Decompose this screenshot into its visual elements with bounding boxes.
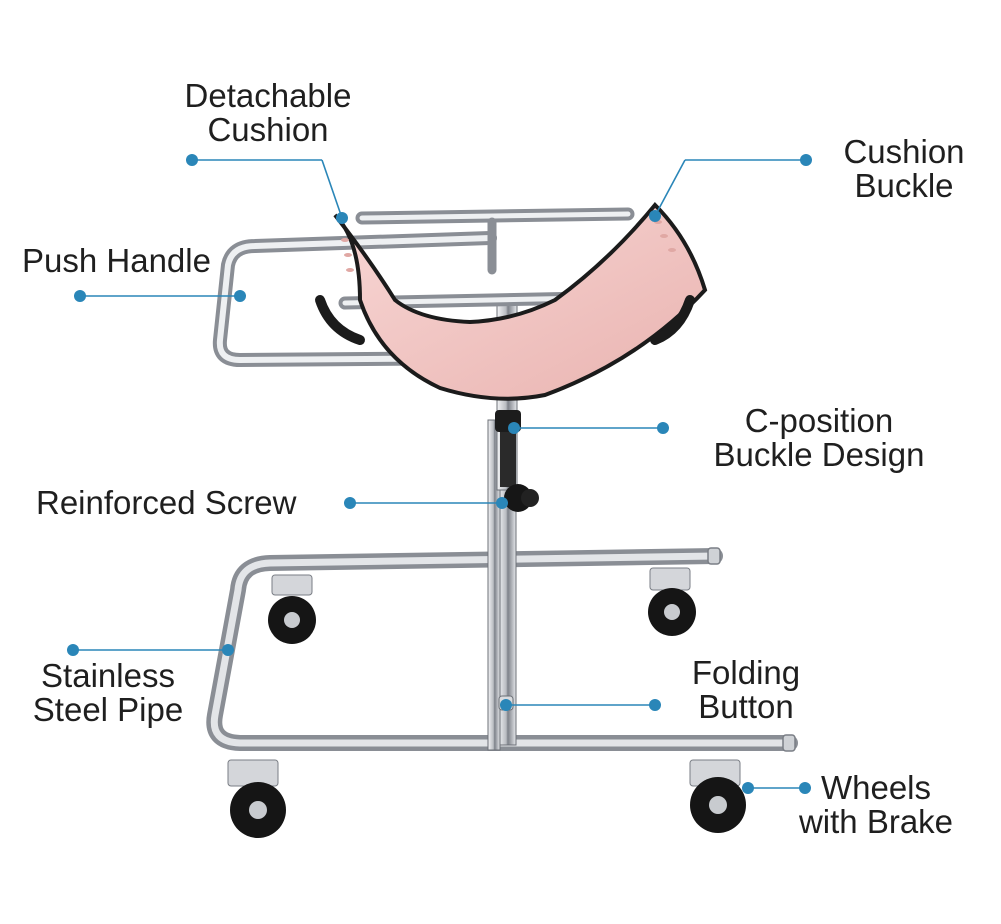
label-wheels-with-brake: Wheels with Brake (784, 771, 968, 839)
label-reinforced-screw-line1: Reinforced Screw (36, 484, 297, 521)
callout-dot-c-position (657, 422, 669, 434)
caster-wheel-left-front (227, 759, 286, 838)
callout-dot-reinforced-screw (344, 497, 356, 509)
callout-dot-push-handle (74, 290, 86, 302)
callout-dot-folding-button-end (500, 699, 512, 711)
label-wheels-with-brake-line2: with Brake (798, 803, 954, 840)
label-cushion-buckle: Cushion Buckle (828, 135, 980, 203)
label-detachable-cushion: Detachable Cushion (168, 79, 368, 147)
label-folding-button-line2: Button (698, 688, 794, 725)
callout-dot-detachable-cushion (186, 154, 198, 166)
callout-dot-reinforced-screw-end (496, 497, 508, 509)
callout-dot-push-handle-end (234, 290, 246, 302)
label-folding-button-line1: Folding (691, 654, 801, 691)
label-cushion-buckle-line2: Buckle (854, 167, 954, 204)
label-folding-button: Folding Button (676, 656, 816, 724)
callout-leader-cushion-buckle (654, 159, 686, 217)
label-wheels-with-brake-line1: Wheels (820, 769, 932, 806)
callout-dot-stainless-steel-pipe-end (222, 644, 234, 656)
callout-dot-cushion-buckle-end (649, 210, 661, 222)
callout-dot-folding-button (649, 699, 661, 711)
seat-cushion (315, 202, 708, 401)
label-cushion-buckle-line1: Cushion (843, 133, 965, 170)
caster-wheel-left-back (268, 574, 316, 644)
label-detachable-cushion-line1: Detachable (184, 77, 352, 114)
callout-lines (67, 154, 812, 794)
callout-dot-wheels-with-brake-end (742, 782, 754, 794)
label-stainless-steel-pipe: Stainless Steel Pipe (18, 659, 198, 727)
label-detachable-cushion-line2: Cushion (207, 111, 329, 148)
callout-dot-c-position-end (508, 422, 520, 434)
label-push-handle-line1: Push Handle (22, 242, 211, 279)
caster-wheel-right-back (648, 567, 696, 636)
label-stainless-steel-pipe-line2: Steel Pipe (32, 691, 184, 728)
callout-dot-wheels-with-brake (799, 782, 811, 794)
label-reinforced-screw: Reinforced Screw (36, 486, 296, 520)
label-c-position-line1: C-position (744, 402, 894, 439)
callout-dot-stainless-steel-pipe (67, 644, 79, 656)
label-stainless-steel-pipe-line1: Stainless (41, 657, 175, 694)
callout-dot-detachable-cushion-end (336, 212, 348, 224)
label-push-handle: Push Handle (22, 244, 211, 278)
callout-leader-detachable-cushion (321, 159, 343, 219)
label-c-position-buckle-design: C-position Buckle Design (694, 404, 944, 472)
label-c-position-line2: Buckle Design (713, 436, 925, 473)
caster-wheel-right-front (689, 759, 746, 833)
callout-dot-cushion-buckle (800, 154, 812, 166)
